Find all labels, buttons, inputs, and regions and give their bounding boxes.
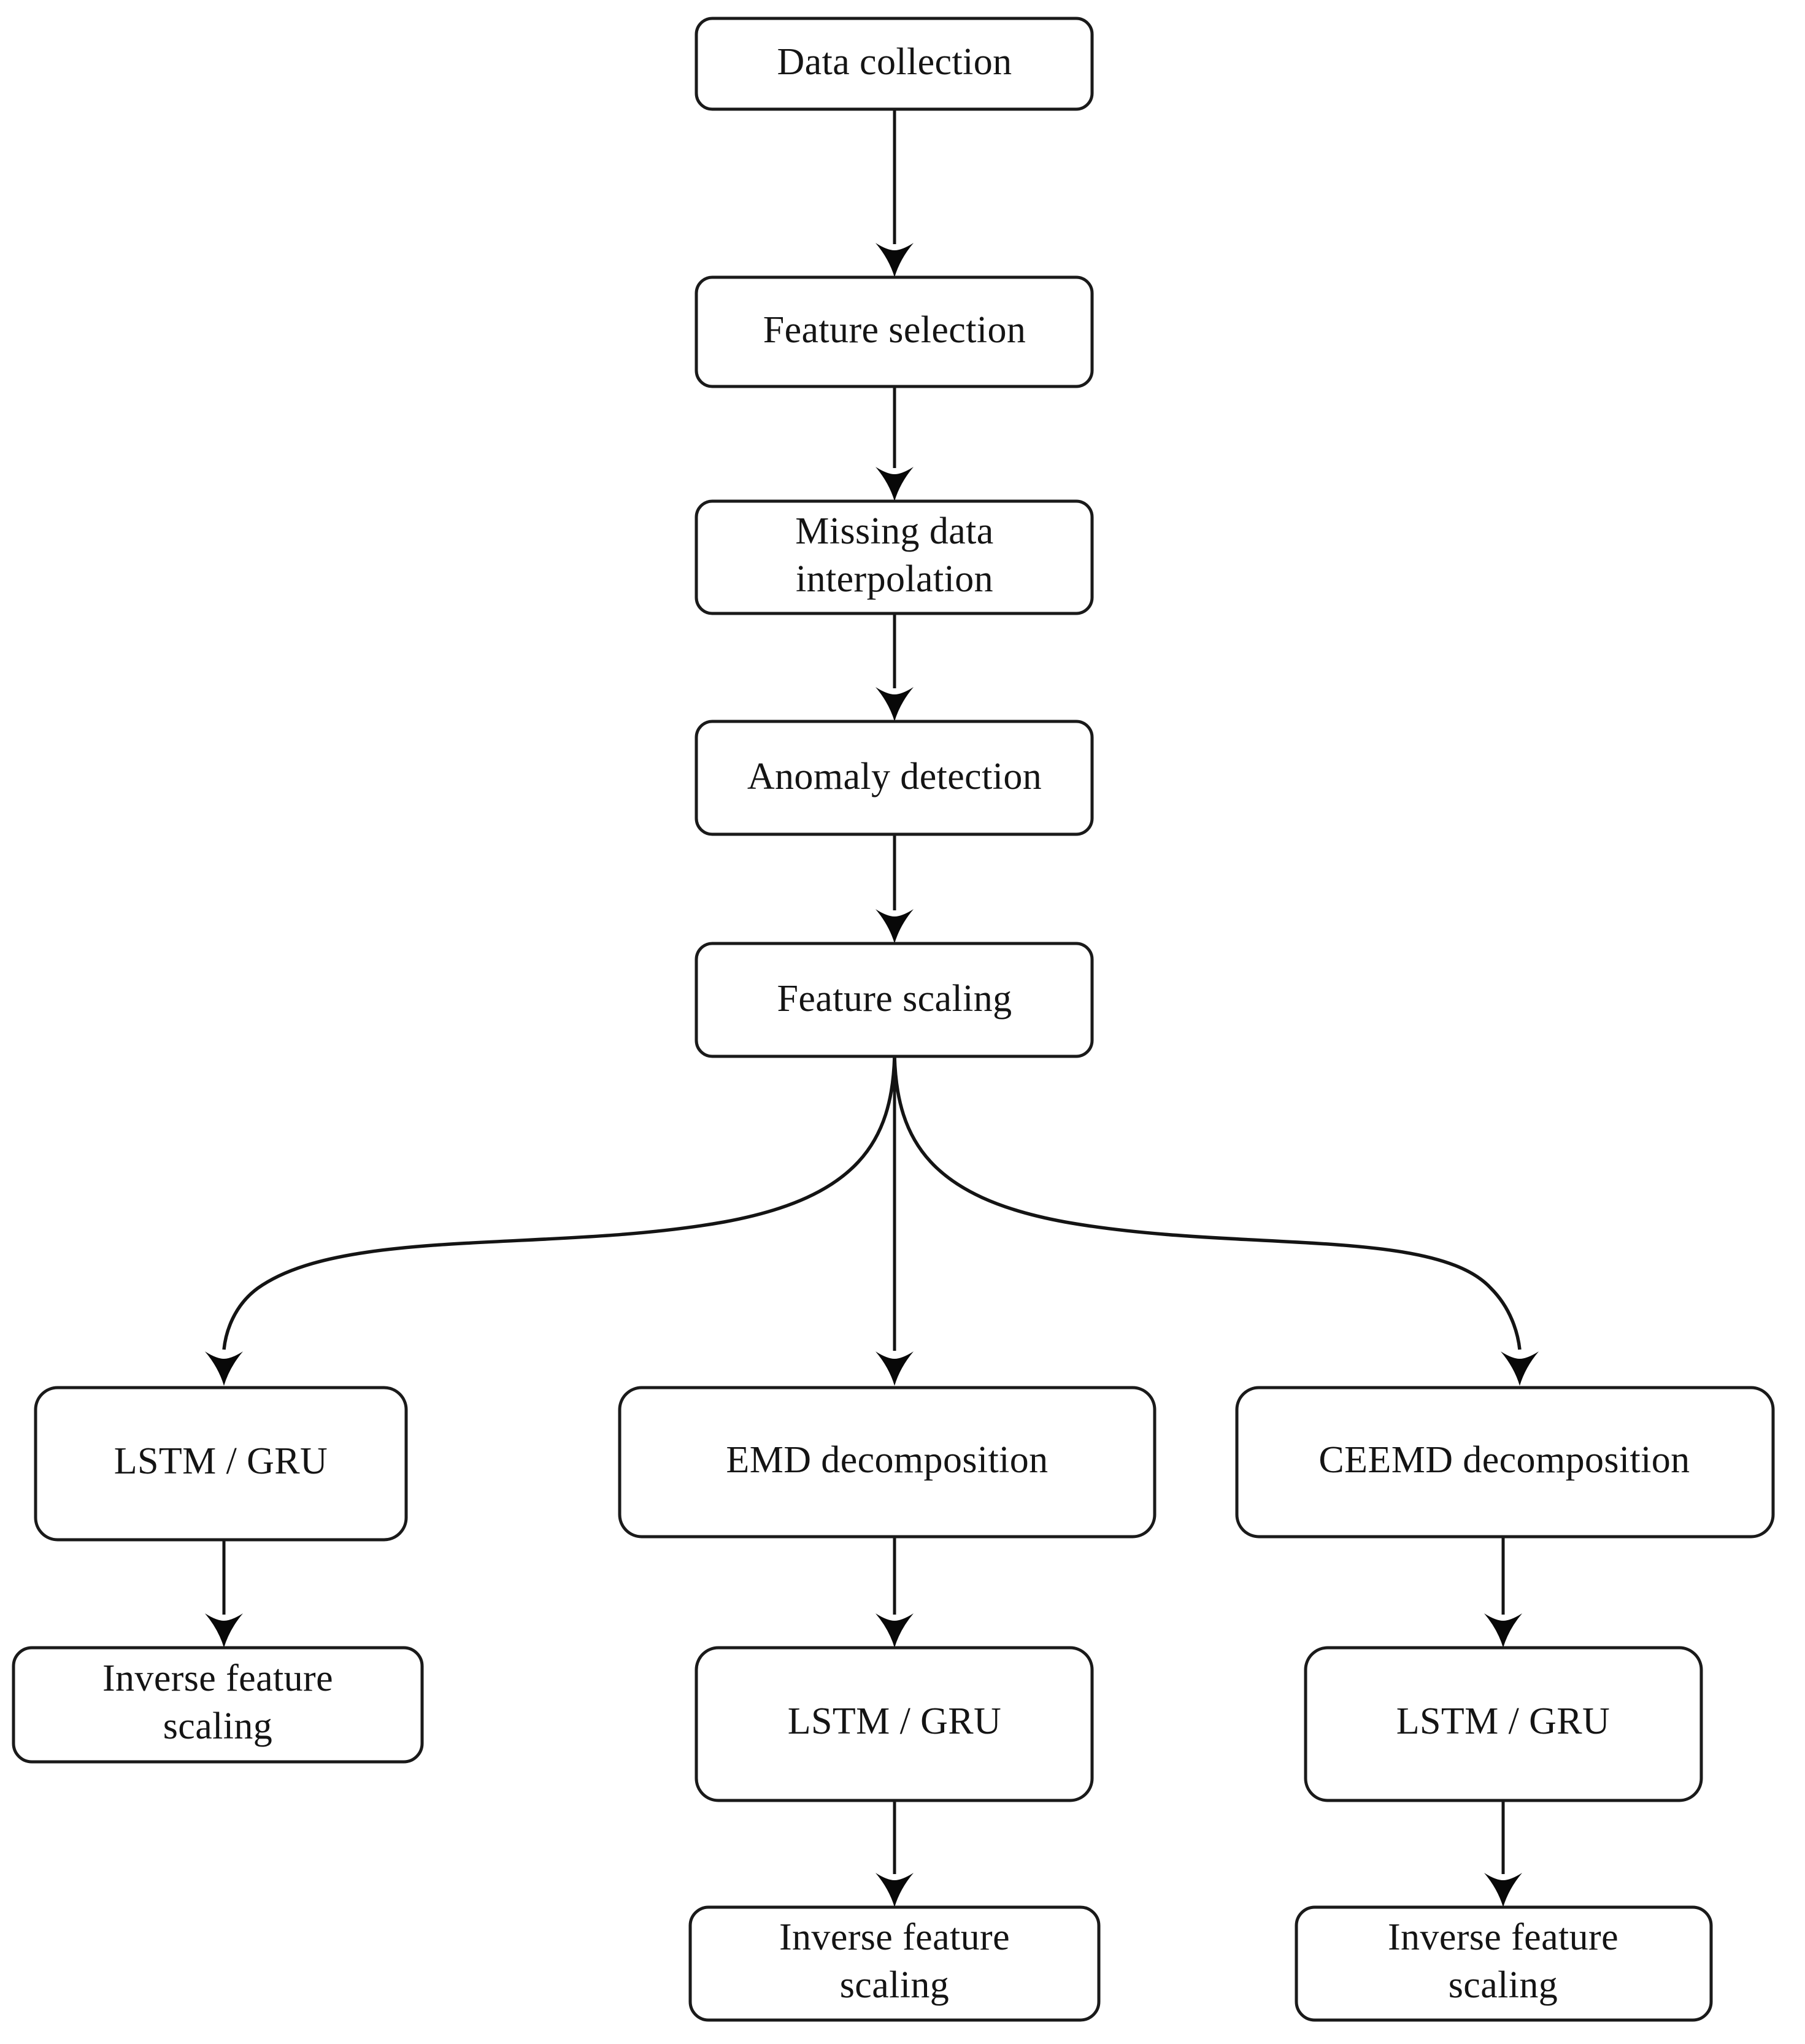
node-mid-inverse-line2: scaling: [840, 1964, 949, 2006]
edge-mid-model-to-inverse: [876, 1800, 914, 1907]
edge-mid-decomp-to-model: [876, 1537, 914, 1648]
node-right-inverse-feature-scaling[interactable]: Inverse feature scaling: [1295, 1905, 1713, 2022]
node-data-collection-label: Data collection: [777, 41, 1012, 83]
node-right-inverse-feature-scaling-box[interactable]: [1295, 1905, 1713, 2022]
edge-right-model-to-inverse: [1484, 1800, 1522, 1907]
node-mid-inverse-feature-scaling-box[interactable]: [688, 1905, 1101, 2022]
node-left-inverse-line1: Inverse feature: [102, 1658, 333, 1699]
arrow-head-icon: [1484, 1873, 1522, 1907]
node-emd-decomposition[interactable]: EMD decomposition: [618, 1386, 1157, 1539]
node-ceemd-decomposition-box[interactable]: [1235, 1386, 1775, 1539]
node-feature-scaling[interactable]: Feature scaling: [695, 942, 1094, 1058]
node-missing-data-interpolation[interactable]: Missing data interpolation: [695, 499, 1094, 615]
arrow-head-icon: [1484, 1613, 1522, 1648]
node-left-lstm-gru-box[interactable]: [34, 1386, 408, 1542]
node-missing-data-interpolation-box[interactable]: [695, 499, 1094, 615]
arrow-head-icon: [876, 909, 914, 943]
edge-right-decomp-to-model: [1484, 1537, 1522, 1648]
node-data-collection-box[interactable]: [695, 17, 1094, 111]
arrow-head-icon: [876, 1613, 914, 1648]
edge-left-model-to-inverse: [205, 1540, 243, 1648]
edge-feature-scaling-fanout: [205, 1056, 1539, 1386]
edge-feature-selection-to-missing-data: [876, 386, 914, 501]
arrow-head-icon: [876, 1873, 914, 1907]
node-feature-scaling-box[interactable]: [695, 942, 1094, 1058]
node-feature-selection-box[interactable]: [695, 275, 1094, 388]
node-ceemd-decomposition[interactable]: CEEMD decomposition: [1235, 1386, 1775, 1539]
edge-data-collection-to-feature-selection: [876, 109, 914, 277]
node-missing-data-line1: Missing data: [795, 510, 993, 552]
node-right-lstm-gru-label: LSTM / GRU: [1396, 1700, 1610, 1742]
arrow-head-icon: [876, 687, 914, 721]
node-left-inverse-feature-scaling[interactable]: Inverse feature scaling: [12, 1646, 424, 1764]
node-data-collection[interactable]: Data collection: [695, 17, 1094, 111]
arrow-head-icon: [876, 467, 914, 501]
arrow-head-icon: [1501, 1351, 1539, 1386]
edge-missing-data-to-anomaly-detection: [876, 613, 914, 721]
node-feature-selection[interactable]: Feature selection: [695, 275, 1094, 388]
arrow-head-icon: [205, 1613, 243, 1648]
node-left-lstm-gru-label: LSTM / GRU: [114, 1440, 328, 1482]
arrow-head-icon: [205, 1351, 243, 1386]
arrow-head-icon: [876, 243, 914, 277]
node-left-inverse-line2: scaling: [163, 1705, 272, 1747]
node-mid-lstm-gru[interactable]: LSTM / GRU: [695, 1646, 1094, 1802]
node-mid-inverse-line1: Inverse feature: [779, 1916, 1010, 1958]
node-feature-scaling-label: Feature scaling: [777, 978, 1012, 1020]
node-anomaly-detection-label: Anomaly detection: [747, 756, 1042, 797]
node-feature-selection-label: Feature selection: [763, 309, 1026, 351]
edge-anomaly-detection-to-feature-scaling: [876, 834, 914, 943]
node-right-lstm-gru-box[interactable]: [1304, 1646, 1703, 1802]
node-ceemd-decomposition-label: CEEMD decomposition: [1318, 1439, 1690, 1481]
node-emd-decomposition-box[interactable]: [618, 1386, 1157, 1539]
node-mid-lstm-gru-box[interactable]: [695, 1646, 1094, 1802]
node-mid-inverse-feature-scaling[interactable]: Inverse feature scaling: [688, 1905, 1101, 2022]
node-right-inverse-line2: scaling: [1449, 1964, 1558, 2006]
fan-curve-right: [893, 1056, 1522, 1350]
arrow-head-icon: [876, 1351, 914, 1386]
node-anomaly-detection[interactable]: Anomaly detection: [695, 720, 1094, 836]
node-anomaly-detection-box[interactable]: [695, 720, 1094, 836]
fan-curve-left: [222, 1056, 896, 1350]
node-missing-data-line2: interpolation: [796, 558, 993, 600]
node-right-inverse-line1: Inverse feature: [1388, 1916, 1618, 1958]
node-left-inverse-feature-scaling-box[interactable]: [12, 1646, 424, 1764]
node-emd-decomposition-label: EMD decomposition: [726, 1439, 1048, 1481]
node-right-lstm-gru[interactable]: LSTM / GRU: [1304, 1646, 1703, 1802]
node-left-lstm-gru[interactable]: LSTM / GRU: [34, 1386, 408, 1542]
node-mid-lstm-gru-label: LSTM / GRU: [788, 1700, 1001, 1742]
